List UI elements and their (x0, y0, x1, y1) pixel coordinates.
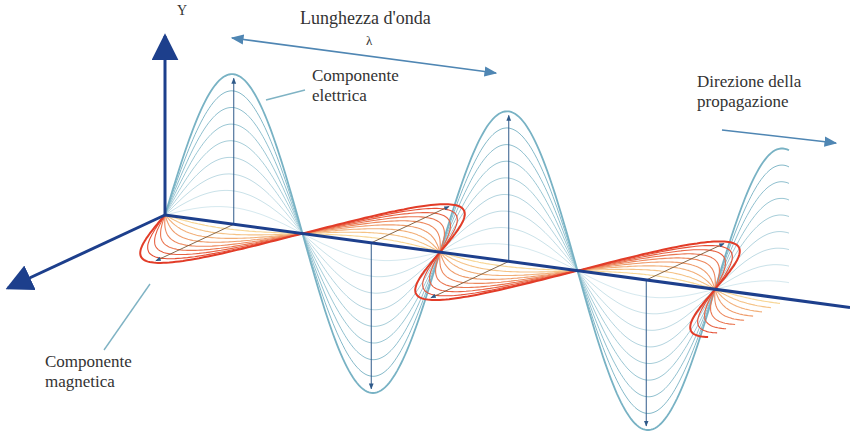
magnetic-wave (155, 213, 727, 329)
magnetic-wave (148, 208, 733, 333)
field-arrow (646, 280, 647, 426)
electric-wave (165, 91, 789, 414)
wavelength-label: Lunghezza d'onda (300, 8, 431, 29)
axis-label: Y (177, 3, 187, 19)
electric-wave (165, 157, 789, 347)
direction-arrow (722, 130, 836, 143)
leader-line (104, 284, 150, 350)
field-arrow (431, 261, 509, 297)
field-arrow (508, 115, 509, 261)
field-arrow (371, 243, 372, 389)
electric-wave (165, 174, 789, 330)
magnetic-wave (165, 215, 753, 316)
wavelength-symbol: λ (366, 34, 372, 49)
y-axis (164, 36, 167, 215)
z-axis (8, 215, 165, 288)
magnetic-wave (161, 215, 736, 325)
field-arrow (371, 206, 449, 242)
electric-label: Componente elettrica (312, 66, 422, 105)
electric-wave (165, 74, 789, 430)
field-arrow (646, 244, 724, 280)
wave-curves (140, 74, 789, 430)
leader-line (266, 90, 305, 100)
direction-label: Direzione della propagazione (697, 72, 832, 111)
propagation-axis (165, 215, 850, 308)
magnetic-label: Componente magnetica (45, 352, 155, 391)
field-arrow (233, 78, 234, 224)
electric-wave (165, 124, 789, 380)
field-arrow (156, 224, 234, 260)
